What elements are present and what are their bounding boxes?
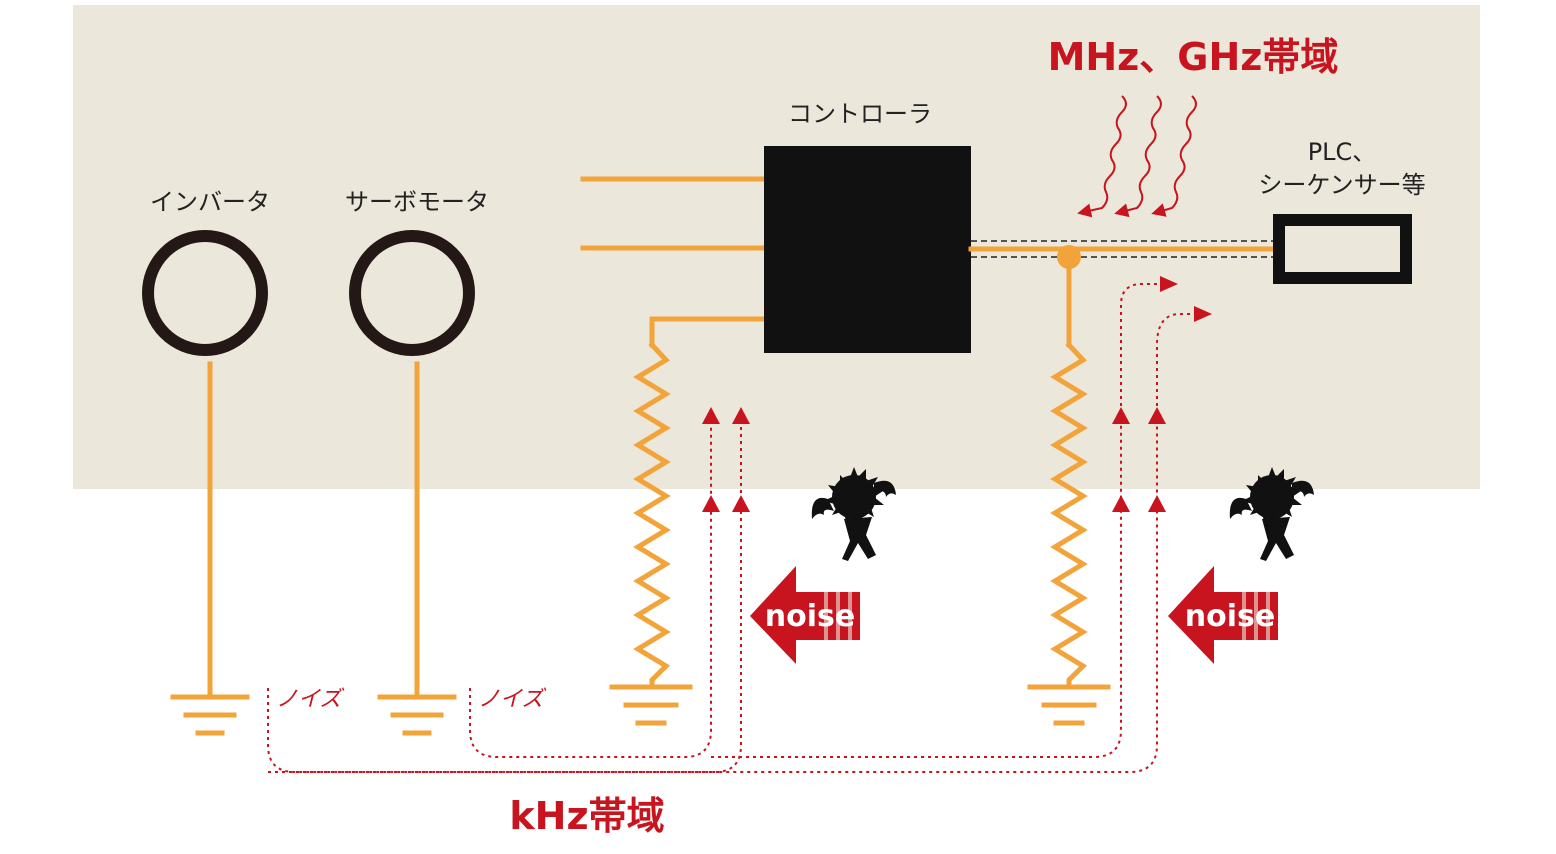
radiated-noise: MHz、GHz帯域 [1048,35,1339,218]
plc-label-line2: シーケンサー等 [1258,171,1425,199]
plc-label-line1: PLC、 [1308,138,1377,166]
servo-motor-label: サーボモータ [345,188,489,216]
controller-label: コントローラ [788,100,932,128]
demon-icon [811,467,896,561]
mhz-ghz-band-label: MHz、GHz帯域 [1048,35,1339,79]
controller-box [764,146,971,353]
ground-symbol [377,694,457,736]
inverter-label: インバータ [150,188,270,216]
servo-motor-circle [349,230,475,356]
controller: コントローラ [580,100,971,690]
demon-icon [1229,467,1314,561]
noise-arrow-badge: noise [1168,566,1278,664]
ground-symbol [609,684,693,726]
inverter-circle [142,230,268,356]
khz-band-label: kHz帯域 [509,794,664,838]
ground-symbol [1027,684,1111,726]
noise-label-2: ノイズ [478,687,546,712]
conducted-noise-paths: ノイズ ノイズ kHz帯域 [267,276,1212,838]
plc-box [1273,214,1412,284]
plc: PLC、 シーケンサー等 [1258,138,1426,284]
noise-badge-label-2: noise [1185,599,1275,634]
noise-label-1: ノイズ [276,687,344,712]
ground-symbol [170,694,250,736]
noise-badge-label-1: noise [765,599,855,634]
inverter: インバータ [142,188,270,698]
shielded-cable [968,240,1277,690]
servo-motor: サーボモータ [345,188,489,698]
noise-arrow-badge: noise [750,566,860,664]
